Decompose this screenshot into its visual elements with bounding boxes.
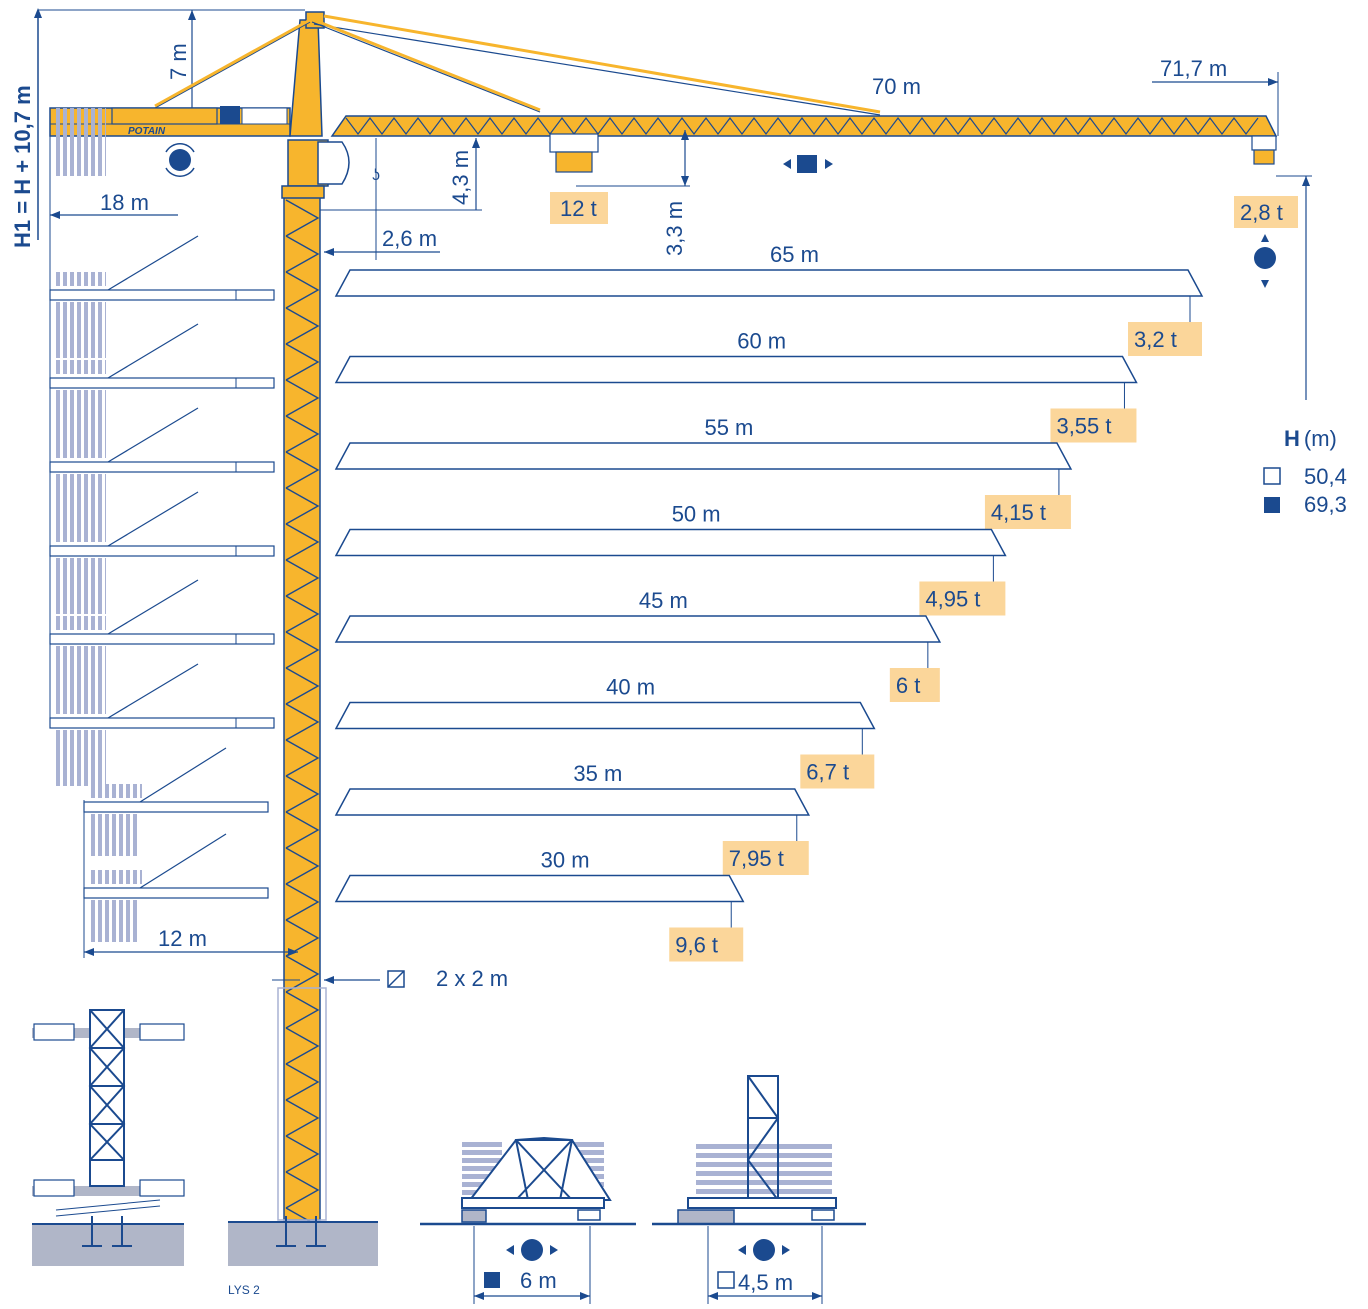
tip-load-label: 2,8 t [1240,200,1283,225]
load-label: 6,7 t [806,760,849,785]
jib-length-label: 65 m [770,242,819,267]
trolley-height-dimension: ʖ 4,3 m [320,138,482,260]
tip-load-box: 2,8 t [1234,196,1298,288]
slew-icon [169,149,191,171]
hook-offset-dimension: 2,6 m [324,226,440,256]
jib-outline [334,615,942,643]
max-reach-dimension: 71,7 m [1152,56,1279,136]
legend-open-square [1263,467,1281,485]
hoist-icon [1254,247,1276,269]
jib-outline [334,701,876,730]
height-legend-title: H(m) [1284,426,1337,451]
building-floors [49,130,275,942]
jib-length-label: 55 m [704,415,753,440]
jib-length-label: 40 m [606,675,655,700]
load-label: 3,55 t [1056,414,1111,439]
trolley-height-label: 4,3 m [448,150,473,205]
load-label: 4,95 t [925,587,980,612]
jib-config: 65 m 3,2 t [334,242,1204,356]
pendant-ties [154,14,881,116]
load-label: 4,15 t [991,500,1046,525]
head-height-label: 7 m [166,43,191,80]
travel-icon-wide [521,1239,543,1261]
max-load-label: 12 t [560,196,597,221]
jib-length-label: 35 m [573,761,622,786]
short-counter-jib-label: 12 m [158,926,207,951]
load-box [984,495,1071,529]
load-box [800,754,875,789]
jib-outline [334,788,811,816]
base-wide-label: 6 m [520,1268,557,1293]
jib-config: 55 m 4,15 t [334,415,1073,529]
h1-label: H1 = H + 10,7 m [10,85,35,248]
mast-code-label: LYS 2 [228,1283,260,1297]
jib-config: 50 m 4,95 t [334,502,1007,616]
climbing-detail [32,1009,185,1266]
jib-outline [334,874,745,903]
trolley-icon [797,155,817,173]
jib-length-label: 60 m [737,329,786,354]
load-box [1050,408,1137,443]
h1-dimension: H1 = H + 10,7 m [10,8,305,248]
mast-foundation: LYS 2 [228,1216,378,1297]
max-load-box: 12 t [550,192,608,224]
jib-outline [334,269,1204,297]
jib-length-label: 30 m [541,848,590,873]
jib-config: 35 m 7,95 t [334,761,811,875]
jib-length-label: 50 m [672,502,721,527]
load-box [722,841,809,875]
jib-config: 30 m 9,6 t [334,848,745,962]
load-box [919,581,1006,616]
max-reach-label: 71,7 m [1160,56,1227,81]
travelling-base-narrow: 4,5 m [652,1075,866,1304]
hook-drop-label: 3,3 m [662,201,687,256]
jib-outline [334,528,1007,557]
head-height-dimension: 7 m [166,10,196,128]
jib-outline [334,355,1138,384]
travelling-base-wide: 6 m [420,1136,636,1304]
base-narrow-square [717,1271,735,1289]
height-dimension: H(m) 50,4 69,3 [1263,175,1347,517]
counter-jib: POTAIN [49,106,291,177]
load-box [1128,322,1202,356]
main-jib [330,115,1278,173]
height-value-1: 50,4 [1304,464,1347,489]
base-narrow-label: 4,5 m [738,1270,793,1295]
load-box [889,668,940,702]
hook-offset-label: 2,6 m [382,226,437,251]
jib-configurations: 65 m3,2 t60 m3,55 t55 m4,15 t50 m4,95 t4… [334,242,1204,962]
mast-section-label: 2 x 2 m [436,966,508,991]
height-value-2: 69,3 [1304,492,1347,517]
load-label: 6 t [896,673,920,698]
mast [277,11,350,1245]
jib-outline [334,442,1073,470]
potain-brand: POTAIN [128,126,166,137]
base-wide-square [484,1272,500,1288]
jib-config: 45 m 6 t [334,588,942,702]
load-label: 7,95 t [729,846,784,871]
legend-filled-square [1264,497,1280,513]
travel-icon-narrow [753,1239,775,1261]
svg-text:ʖ: ʖ [372,167,380,184]
load-label: 3,2 t [1134,327,1177,352]
jib-config: 60 m 3,55 t [334,329,1138,443]
jib-config: 40 m 6,7 t [334,675,876,789]
load-box [669,927,744,962]
load-label: 9,6 t [675,933,718,958]
jib-length-label: 45 m [639,588,688,613]
counter-jib-label: 18 m [100,190,149,215]
counter-jib-dimension: 18 m [50,190,178,219]
short-counter-jib-dimension: 12 m [83,800,298,958]
hook-drop-dimension: 3,3 m [576,130,690,256]
jib-length-label: 70 m [872,74,921,99]
mast-section-dimension: 2 x 2 m [272,966,508,991]
